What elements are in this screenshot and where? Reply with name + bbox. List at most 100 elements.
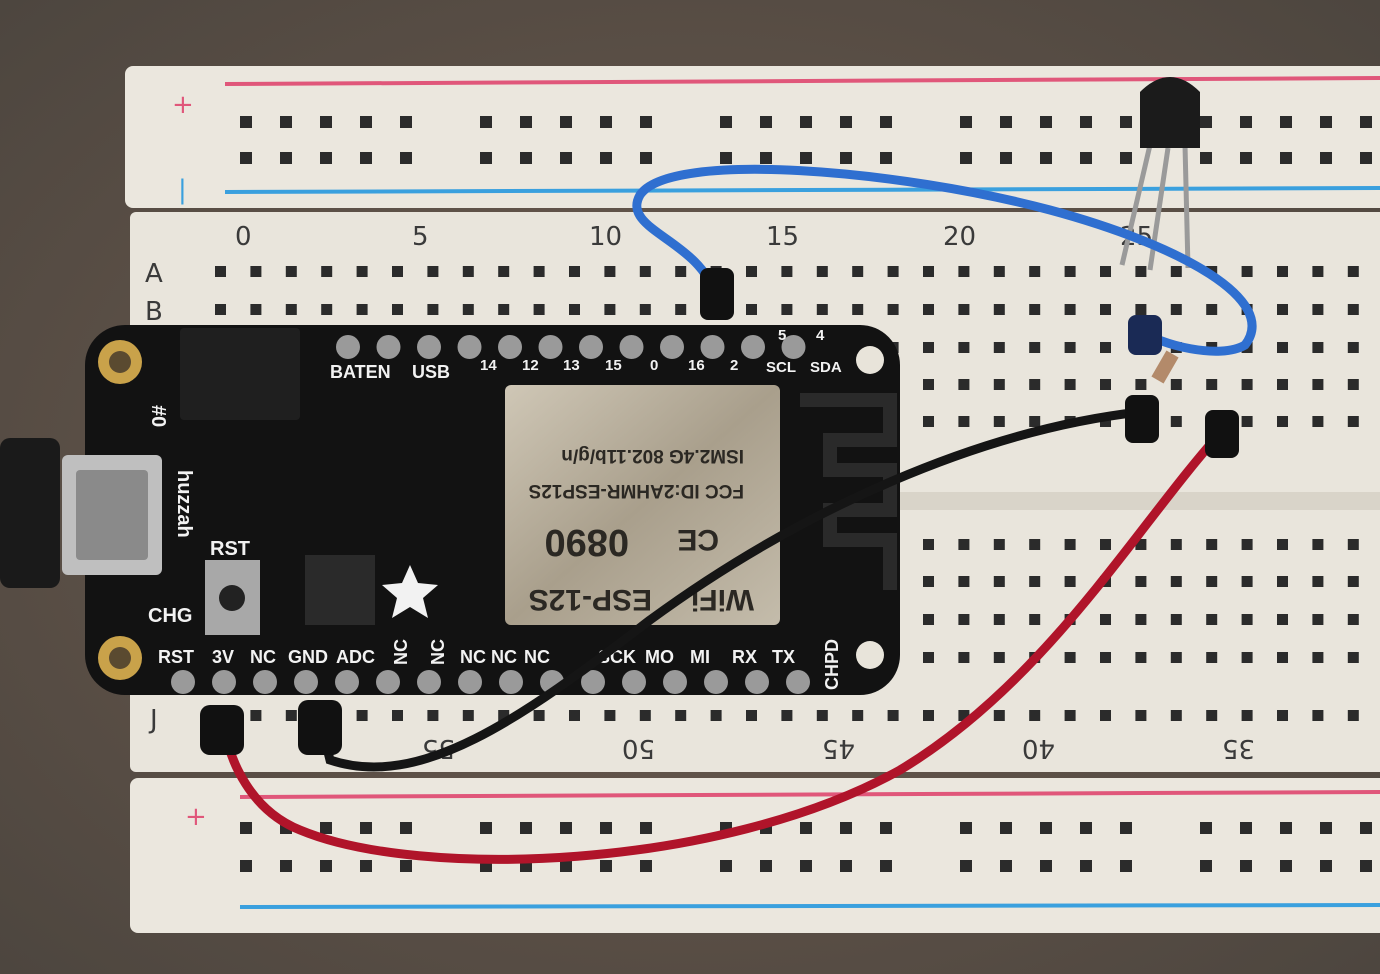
breadboard-hole[interactable] (1206, 652, 1218, 663)
rail-hole[interactable] (1120, 152, 1132, 164)
breadboard-hole[interactable] (958, 652, 970, 663)
breadboard-hole[interactable] (1241, 416, 1253, 427)
breadboard-hole[interactable] (1347, 576, 1359, 587)
breadboard-hole[interactable] (781, 710, 793, 721)
breadboard-hole[interactable] (356, 710, 368, 721)
breadboard-hole[interactable] (1029, 342, 1041, 353)
breadboard-hole[interactable] (746, 710, 757, 721)
breadboard-hole[interactable] (993, 342, 1005, 353)
rail-hole[interactable] (1200, 822, 1212, 834)
rail-hole[interactable] (880, 116, 892, 128)
breadboard-hole[interactable] (993, 304, 1005, 315)
breadboard-hole[interactable] (816, 710, 828, 721)
rail-hole[interactable] (600, 152, 612, 164)
breadboard-hole[interactable] (1100, 710, 1111, 721)
breadboard-hole[interactable] (1312, 342, 1324, 353)
rail-hole[interactable] (1320, 822, 1332, 834)
breadboard-hole[interactable] (1064, 304, 1076, 315)
breadboard-hole[interactable] (1064, 652, 1076, 663)
rail-hole[interactable] (1000, 116, 1012, 128)
breadboard-hole[interactable] (1347, 539, 1359, 550)
breadboard-hole[interactable] (639, 304, 651, 315)
rail-hole[interactable] (400, 822, 412, 834)
breadboard-hole[interactable] (1135, 304, 1147, 315)
rail-hole[interactable] (640, 152, 652, 164)
rail-hole[interactable] (840, 152, 852, 164)
rail-hole[interactable] (240, 822, 252, 834)
breadboard-hole[interactable] (1100, 539, 1111, 550)
rail-hole[interactable] (800, 822, 812, 834)
breadboard-hole[interactable] (816, 266, 828, 277)
breadboard-hole[interactable] (1241, 266, 1253, 277)
rail-hole[interactable] (1040, 152, 1052, 164)
breadboard-hole[interactable] (604, 304, 616, 315)
rail-hole[interactable] (1360, 152, 1372, 164)
breadboard-hole[interactable] (958, 379, 970, 390)
rail-hole[interactable] (840, 860, 852, 872)
breadboard-hole[interactable] (852, 710, 864, 721)
breadboard-hole[interactable] (958, 266, 970, 277)
rail-hole[interactable] (280, 860, 292, 872)
breadboard-hole[interactable] (1170, 652, 1182, 663)
breadboard-hole[interactable] (887, 266, 899, 277)
rail-hole[interactable] (1320, 860, 1332, 872)
rail-hole[interactable] (320, 860, 332, 872)
rail-hole[interactable] (800, 116, 812, 128)
breadboard-hole[interactable] (392, 304, 403, 315)
rail-hole[interactable] (480, 116, 492, 128)
breadboard-hole[interactable] (285, 266, 297, 277)
rail-hole[interactable] (240, 116, 252, 128)
breadboard-hole[interactable] (215, 266, 226, 277)
breadboard-hole[interactable] (356, 266, 368, 277)
rail-hole[interactable] (880, 822, 892, 834)
breadboard-hole[interactable] (923, 416, 934, 427)
rail-hole[interactable] (640, 860, 652, 872)
rail-hole[interactable] (800, 152, 812, 164)
rail-hole[interactable] (1240, 860, 1252, 872)
breadboard-hole[interactable] (993, 614, 1005, 625)
rail-hole[interactable] (1280, 116, 1292, 128)
rail-hole[interactable] (1000, 822, 1012, 834)
rail-hole[interactable] (560, 152, 572, 164)
breadboard-hole[interactable] (1206, 614, 1218, 625)
breadboard-hole[interactable] (923, 304, 934, 315)
breadboard-hole[interactable] (675, 266, 687, 277)
rail-hole[interactable] (960, 152, 972, 164)
rail-hole[interactable] (1120, 860, 1132, 872)
breadboard-hole[interactable] (1064, 342, 1076, 353)
rail-hole[interactable] (760, 152, 772, 164)
breadboard-hole[interactable] (923, 576, 934, 587)
breadboard-hole[interactable] (392, 266, 403, 277)
breadboard-hole[interactable] (1170, 576, 1182, 587)
breadboard-hole[interactable] (958, 416, 970, 427)
breadboard-hole[interactable] (993, 710, 1005, 721)
breadboard-hole[interactable] (1241, 379, 1253, 390)
rail-hole[interactable] (1000, 860, 1012, 872)
rail-hole[interactable] (360, 860, 372, 872)
breadboard-hole[interactable] (1064, 710, 1076, 721)
breadboard-hole[interactable] (816, 304, 828, 315)
rail-hole[interactable] (480, 152, 492, 164)
breadboard-hole[interactable] (1241, 652, 1253, 663)
breadboard-hole[interactable] (1312, 539, 1324, 550)
breadboard-hole[interactable] (1347, 266, 1359, 277)
breadboard-hole[interactable] (250, 266, 262, 277)
rail-hole[interactable] (1360, 116, 1372, 128)
rail-hole[interactable] (720, 860, 732, 872)
breadboard-hole[interactable] (852, 266, 864, 277)
breadboard-hole[interactable] (1170, 304, 1182, 315)
rail-hole[interactable] (1240, 822, 1252, 834)
rail-hole[interactable] (1200, 860, 1212, 872)
breadboard-hole[interactable] (1100, 652, 1111, 663)
breadboard-hole[interactable] (1241, 576, 1253, 587)
breadboard-hole[interactable] (285, 304, 297, 315)
breadboard-hole[interactable] (569, 710, 580, 721)
breadboard-hole[interactable] (1170, 710, 1182, 721)
breadboard-hole[interactable] (1064, 266, 1076, 277)
rail-hole[interactable] (640, 116, 652, 128)
rail-hole[interactable] (520, 822, 532, 834)
breadboard-hole[interactable] (1312, 379, 1324, 390)
breadboard-hole[interactable] (321, 304, 333, 315)
breadboard-hole[interactable] (1312, 710, 1324, 721)
rail-hole[interactable] (1240, 116, 1252, 128)
